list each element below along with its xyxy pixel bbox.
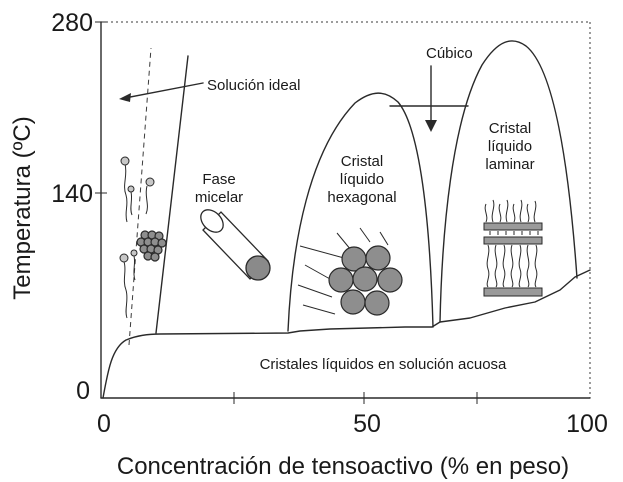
x-tick-label-50: 50 [353, 410, 381, 438]
lamellar-layers-illustration [483, 199, 543, 297]
label-ideal-solution: Solución ideal [207, 77, 300, 94]
label-lamellar-line1: Cristal [489, 120, 532, 137]
label-hexagonal-line3: hexagonal [327, 189, 396, 206]
label-micellar-line1: Fase [202, 171, 235, 188]
hexagonal-rods-illustration [297, 227, 403, 316]
ideal-solution-pointer [124, 82, 204, 99]
label-hexagonal-line2: líquido [340, 171, 384, 188]
label-lamellar-line2: líquido [488, 138, 532, 155]
surfactant-monomers-illustration [119, 156, 155, 319]
label-lamellar-line3: laminar [485, 156, 534, 173]
micellar-boundary-line [155, 55, 189, 334]
label-hexagonal-line1: Cristal [341, 153, 384, 170]
x-axis-title: Concentración de tensoactivo (% en peso) [117, 453, 569, 480]
ideal-solution-arrow-head [119, 93, 131, 102]
y-tick-label-140: 140 [51, 180, 93, 208]
lamellar-phase-boundary [439, 40, 578, 323]
label-cubic: Cúbico [426, 45, 473, 62]
ideal-solution-line [128, 47, 152, 346]
micelle-cluster-illustration [136, 230, 167, 262]
label-micellar-line2: micelar [195, 189, 243, 206]
lower-phase-boundary [102, 269, 591, 399]
y-tick-label-0: 0 [76, 377, 90, 405]
y-tick-label-280: 280 [51, 9, 93, 37]
plot-frame [95, 21, 591, 404]
cylindrical-micelle-illustration [200, 209, 271, 281]
x-tick-label-0: 0 [97, 410, 111, 438]
hexagonal-phase-boundary [287, 92, 434, 332]
x-tick-label-100: 100 [566, 410, 608, 438]
y-axis-title: Temperatura (ºC) [9, 116, 36, 299]
label-bottom-region: Cristales líquidos en solución acuosa [260, 356, 507, 373]
cubic-arrow-head [425, 120, 437, 132]
